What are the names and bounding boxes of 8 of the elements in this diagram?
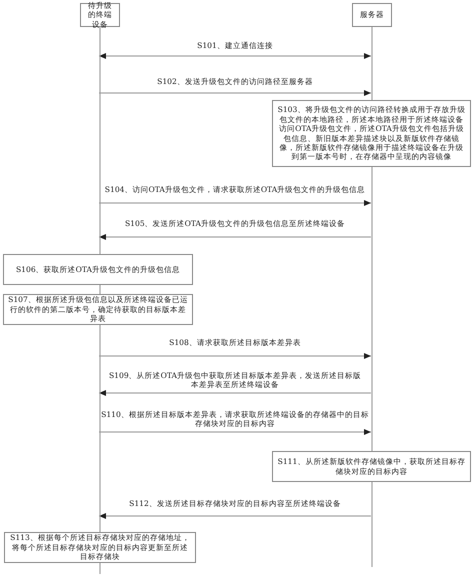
message-arrow xyxy=(98,200,372,206)
message-arrow xyxy=(98,513,372,519)
message-arrow xyxy=(98,234,372,240)
message-arrow xyxy=(98,353,372,359)
message-arrow xyxy=(98,90,372,96)
message-arrow xyxy=(98,53,372,59)
message-arrow xyxy=(98,429,372,435)
message-arrow xyxy=(98,390,372,396)
